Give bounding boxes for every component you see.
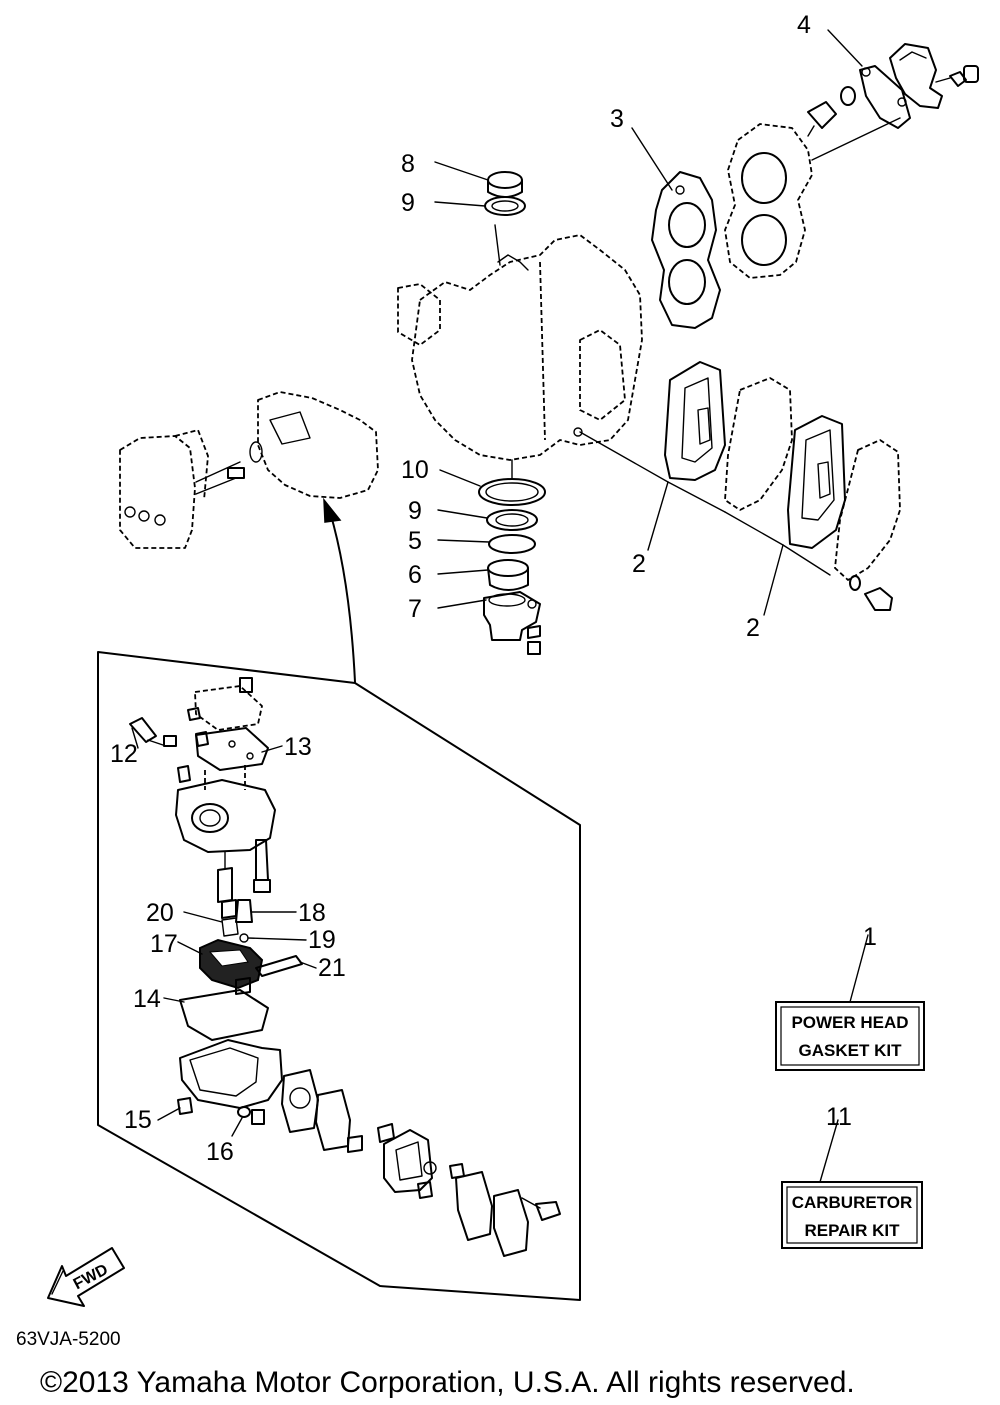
callout-18: 18 [298,899,326,927]
callout-5: 5 [408,527,422,555]
exhaust-cover [724,117,901,279]
callout-9-lower: 9 [408,497,422,525]
intake-gasket-set [579,361,901,611]
callout-10: 10 [401,456,429,484]
top-oil-seal [484,171,526,266]
callout-6: 6 [408,561,422,589]
power-head-kit-line1: POWER HEAD [791,1013,908,1032]
copyright-notice: ©2013 Yamaha Motor Corporation, U.S.A. A… [40,1366,855,1399]
fwd-arrow-icon: FWD [47,1247,125,1307]
carburetor-detail-frame [97,651,581,1301]
carburetor-kit-line1: CARBURETOR [792,1193,913,1212]
callout-19: 19 [308,926,336,954]
callout-16: 16 [206,1138,234,1166]
lower-seal-stack [478,459,546,655]
callout-3: 3 [610,105,624,133]
callout-13: 13 [284,733,312,761]
callout-7: 7 [408,595,422,623]
carburetor-kit-line2: REPAIR KIT [804,1221,900,1240]
cylinder-block [397,234,643,461]
callout-4: 4 [797,11,811,39]
callout-12: 12 [110,740,138,768]
carburetor-exploded-view [129,677,561,1257]
intake-silencer-assembly [119,391,379,549]
exhaust-cover-gasket [651,171,721,329]
callout-numbers: 1 2 2 3 4 5 6 7 8 9 9 10 11 12 13 14 15 … [110,11,877,1166]
detail-pointer-arrow [323,497,356,683]
callout-15: 15 [124,1106,152,1134]
callout-1: 1 [863,923,877,951]
callout-20: 20 [146,899,174,927]
callout-14: 14 [133,985,161,1013]
callout-11: 11 [826,1103,852,1131]
leader-lines [131,29,869,1183]
callout-8: 8 [401,150,415,178]
callout-9-upper: 9 [401,189,415,217]
callout-2-upper: 2 [632,550,646,578]
callout-21: 21 [318,954,346,982]
callout-17: 17 [150,930,178,958]
drawing-code: 63VJA-5200 [16,1329,121,1350]
power-head-gasket-kit-label: POWER HEAD GASKET KIT [775,1001,925,1071]
thermostat-cover-assembly [807,43,979,137]
carburetor-repair-kit-label: CARBURETOR REPAIR KIT [781,1181,923,1249]
power-head-kit-line2: GASKET KIT [799,1041,903,1060]
callout-2-lower: 2 [746,614,760,642]
